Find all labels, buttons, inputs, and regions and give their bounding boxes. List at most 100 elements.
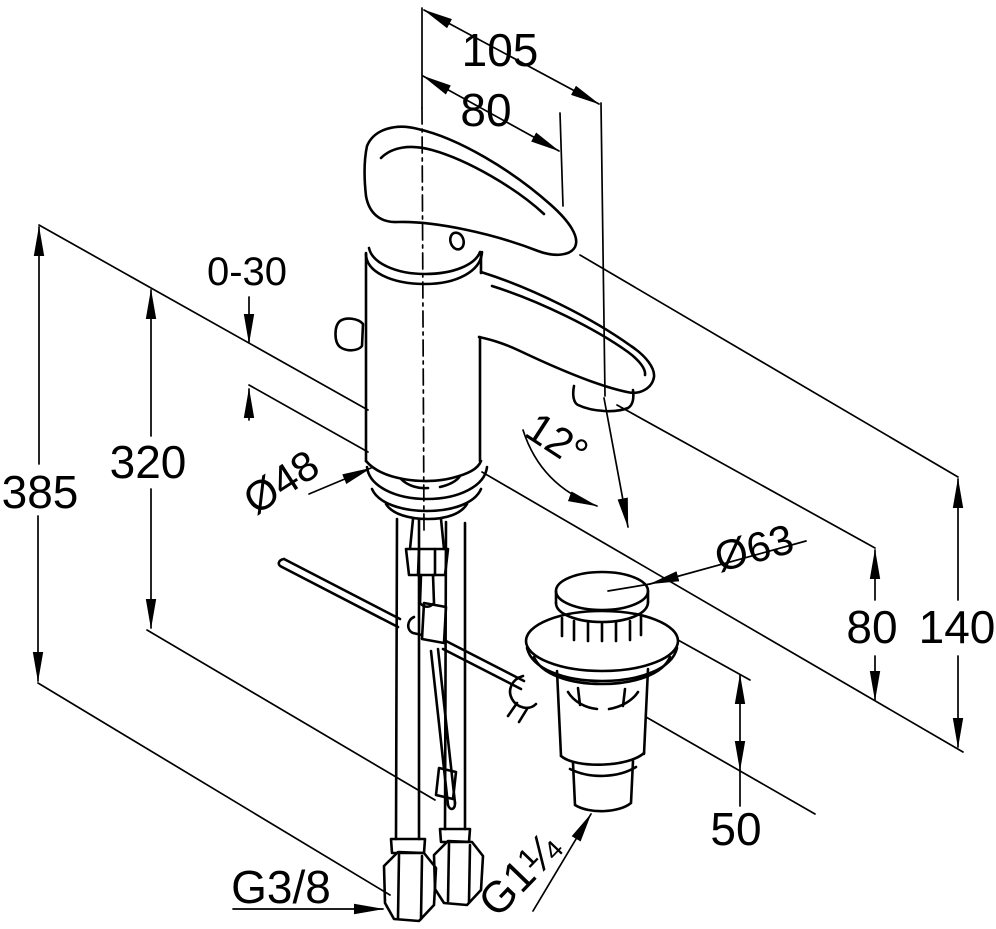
hose-extension-320	[146, 629, 436, 801]
waste-flange-extension	[677, 639, 751, 681]
dim-label-140: 140	[919, 601, 996, 653]
threaded-rod	[418, 573, 436, 609]
waste-cap-top	[554, 570, 650, 612]
dim-label-320: 320	[110, 436, 187, 488]
escutcheon-rim-2	[370, 487, 483, 513]
dimension-supply-thread: G3/8	[231, 861, 384, 915]
spout-edge-line	[490, 284, 647, 377]
leader-g114	[532, 813, 592, 912]
hex-nut-right-facets	[446, 842, 472, 904]
body-bottom-edge	[364, 459, 483, 483]
dim-line-105	[423, 9, 600, 105]
dimension-total-height: 385	[2, 226, 79, 682]
dimension-deck-thickness: 0-30	[207, 250, 287, 421]
dim-label-105: 105	[462, 24, 539, 76]
collar-ring-2	[364, 250, 484, 286]
hex-nut-right	[432, 839, 485, 907]
dim-label-dia48: Ø48	[235, 441, 327, 524]
deck-top-edge	[38, 224, 369, 411]
angle-arc	[522, 429, 598, 507]
dimension-waste-height: 50	[710, 674, 762, 855]
side-tab	[334, 317, 365, 352]
dim-line-80-top	[422, 75, 560, 152]
dim-label-g38: G3/8	[231, 861, 331, 913]
escutcheon-detail-1	[399, 477, 430, 490]
waste-flange-rim-1	[525, 646, 679, 683]
dimension-base-diameter: Ø48	[235, 441, 372, 524]
dimension-below-deck: 320	[110, 289, 187, 629]
pop-up-rod	[277, 557, 526, 811]
rod-clamp-hook	[406, 615, 424, 637]
handle-outline	[363, 125, 578, 257]
dim-label-g114: G1¼	[469, 823, 571, 927]
mounting-nut-facets	[416, 547, 437, 577]
lift-rod-sleeve	[434, 766, 458, 801]
leader-dia48	[308, 467, 372, 495]
dimension-outlet-height: 80	[846, 549, 898, 701]
dim-label-12deg: 12°	[518, 403, 597, 477]
handle-edge-line	[379, 145, 546, 216]
handle-tip-extension	[559, 112, 564, 207]
lever-top-extension	[579, 254, 959, 478]
hex-nut-left-facets	[396, 853, 424, 921]
hose-left-shaft	[394, 517, 421, 841]
waste-cap-rim-sides	[554, 589, 650, 605]
dimension-handle-reach: 80	[422, 75, 560, 152]
construction-lines	[37, 7, 964, 896]
dimension-waste-thread: G1¼	[469, 813, 592, 927]
supply-hose-left	[382, 517, 438, 923]
tie-rod	[441, 639, 526, 691]
rod-clamp	[420, 601, 448, 645]
dimension-spout-angle: 12°	[518, 397, 629, 528]
mounting-shank	[404, 517, 450, 609]
escutcheon-rim-1	[365, 465, 489, 501]
outlet-extension	[616, 404, 876, 549]
dim-label-80-right: 80	[846, 601, 897, 653]
waste-body-slots	[566, 686, 640, 711]
hex-nut-left	[382, 850, 438, 923]
hose-left-ferrule	[389, 837, 427, 855]
collar-ring-1	[367, 246, 482, 276]
dimensions: 105 80 0-30 320 385 Ø48 12°	[2, 9, 996, 927]
dim-label-50: 50	[710, 803, 761, 855]
supply-hose-right	[432, 520, 485, 907]
waste-tailpipe	[568, 759, 638, 813]
spout-outline	[477, 270, 656, 395]
waste-bottom-extension	[645, 716, 816, 815]
leader-dia63	[649, 540, 807, 585]
drain-assembly	[506, 570, 680, 813]
angle-direction-line	[603, 397, 629, 528]
shank-sides	[408, 517, 446, 551]
cartridge-collar	[364, 246, 484, 286]
spout-axis-line	[600, 102, 606, 397]
deck-edge-right	[481, 471, 964, 753]
escutcheon-detail-2	[438, 474, 462, 489]
waste-basket-slots	[560, 615, 643, 643]
lift-rod-end	[446, 801, 457, 811]
faucet-body	[334, 251, 483, 483]
hose-right-shaft	[443, 520, 467, 831]
faucet	[277, 125, 656, 923]
dimension-top-height: 140	[919, 478, 996, 748]
waste-flange-rim-2	[532, 655, 672, 686]
hose-extension-385	[37, 682, 391, 896]
dimension-spout-reach: 105	[423, 9, 600, 105]
dim-label-385: 385	[2, 466, 79, 518]
waste-body-sides	[555, 667, 650, 758]
dim-label-dia63: Ø63	[710, 515, 799, 581]
center-axis-dashline	[421, 107, 425, 531]
waste-clevis-pins	[506, 701, 529, 724]
mounting-nut	[404, 547, 450, 577]
escutcheon-rim-3	[384, 502, 469, 521]
waste-clevis	[508, 674, 538, 710]
waste-body-bottom	[559, 751, 646, 766]
dim-label-80-top: 80	[460, 84, 511, 136]
handle-lever	[363, 125, 578, 257]
leader-dia63-tail	[607, 583, 651, 592]
handle-hole	[448, 231, 466, 251]
dim-label-0-30: 0-30	[207, 250, 287, 294]
waste-flange	[524, 609, 680, 673]
aerator	[571, 384, 635, 413]
